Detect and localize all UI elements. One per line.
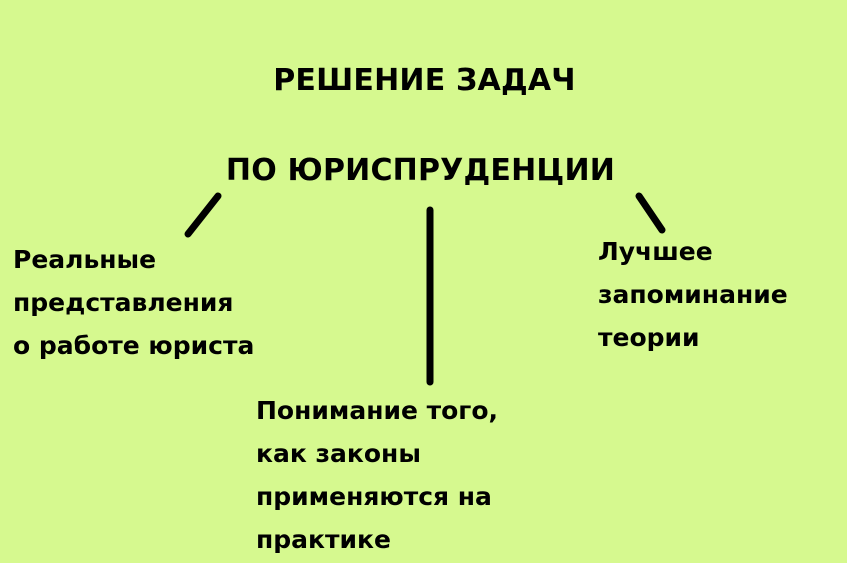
branch-center-line: применяются на	[256, 482, 492, 511]
branch-center-line: Понимание того,	[256, 396, 499, 425]
diagram-title-line-1: РЕШЕНИЕ ЗАДАЧ	[273, 63, 576, 98]
connector-right	[635, 192, 666, 234]
branch-right-text: Лучшее запоминание теории	[598, 230, 788, 359]
connector-left	[184, 192, 222, 238]
branch-right-line: Лучшее	[598, 237, 713, 266]
branch-right-line: запоминание	[598, 280, 788, 309]
branch-center-text: Понимание того, как законы применяются н…	[256, 389, 498, 561]
branch-center-line: как законы	[256, 439, 421, 468]
branch-center-line: практике	[256, 525, 391, 554]
diagram-title-line-2: ПО ЮРИСПРУДЕНЦИИ	[225, 153, 616, 188]
branch-left-line: представления	[13, 288, 234, 317]
branch-left-line: Реальные	[13, 245, 157, 274]
branch-left-text: Реальные представления о работе юриста	[13, 238, 254, 367]
branch-left-line: о работе юриста	[13, 331, 255, 360]
branch-right-line: теории	[598, 323, 700, 352]
